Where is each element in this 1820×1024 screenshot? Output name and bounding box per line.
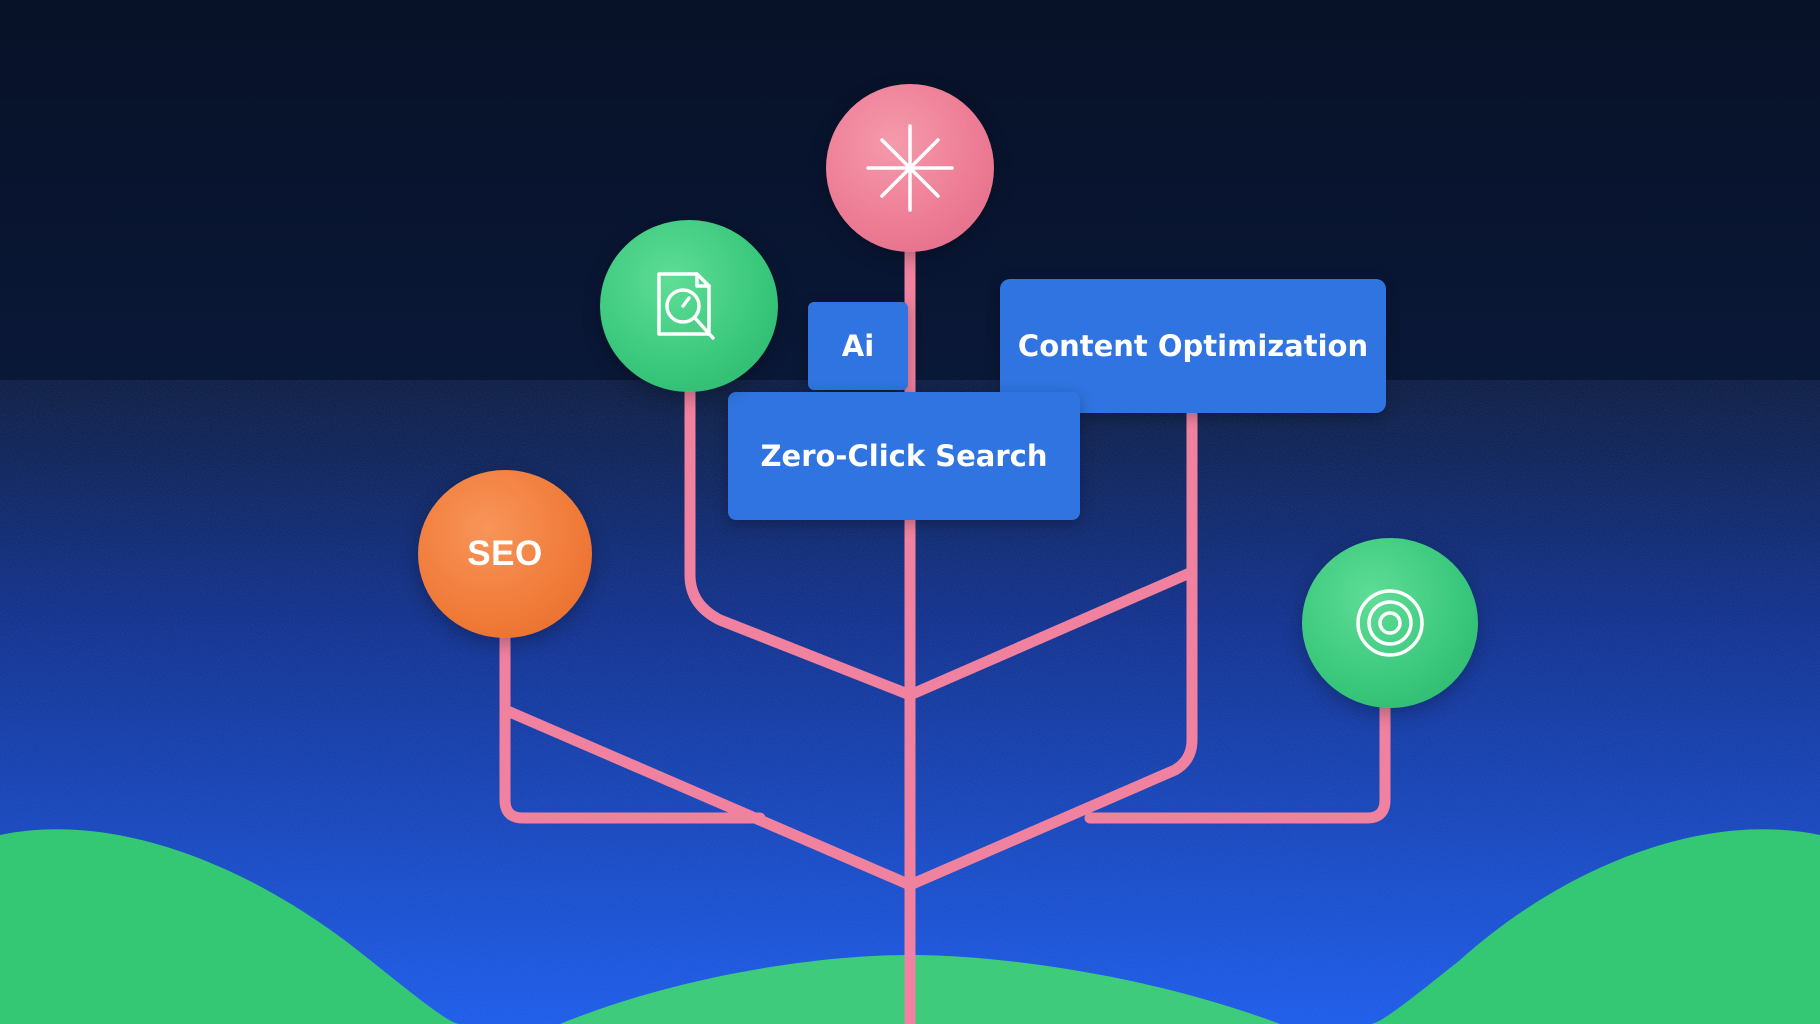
target-node: [1302, 538, 1478, 708]
zero-click-search-label: Zero-Click Search: [760, 439, 1048, 473]
seo-node: SEO: [418, 470, 592, 638]
branch-lines: [499, 244, 1391, 1024]
content-optimization-label: Content Optimization: [1017, 329, 1369, 363]
document-search-node: [600, 220, 778, 392]
target-icon: [1356, 589, 1424, 657]
zero-click-search-tag: Zero-Click Search: [728, 392, 1080, 520]
hill-left: [0, 829, 460, 1024]
content-optimization-tag: Content Optimization: [1000, 279, 1386, 413]
hill-center: [560, 955, 1280, 1024]
branch-target-connector: [1084, 699, 1391, 824]
document-search-icon: [657, 272, 715, 340]
branch-outer-right: [904, 409, 1198, 891]
ai-label: Ai: [841, 329, 875, 363]
hill-right: [1370, 829, 1820, 1024]
sparkle-icon: [866, 124, 954, 212]
sparkle-node: [826, 84, 994, 252]
branch-inner-left: [684, 384, 916, 701]
branch-seo-connector: [499, 629, 766, 824]
branch-inner-right: [904, 566, 1198, 701]
ai-tag: Ai: [808, 302, 908, 390]
seo-label: SEO: [467, 534, 543, 573]
